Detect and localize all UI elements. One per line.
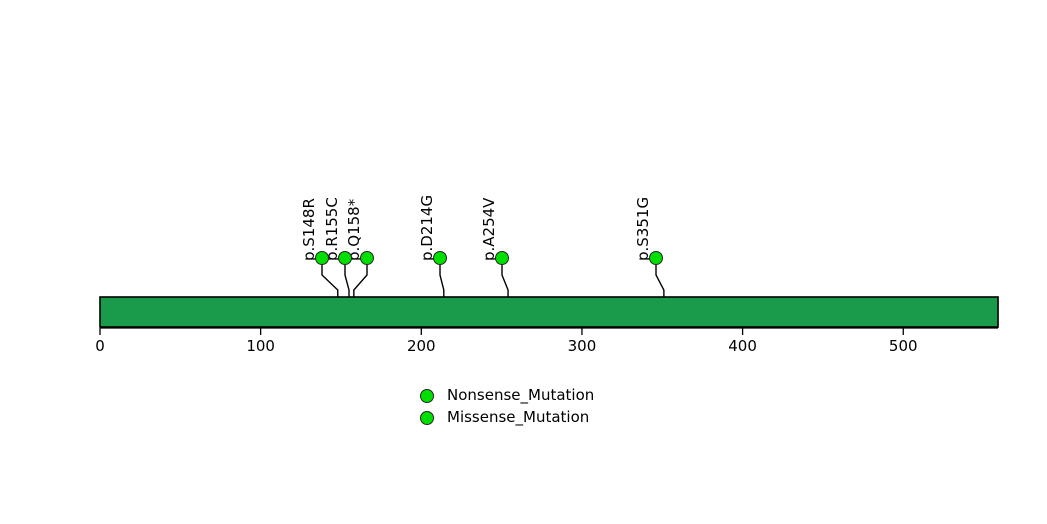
axis-tick-label: 200 [406, 337, 436, 355]
mutation-label: p.A254V [480, 197, 498, 261]
lollipop-head[interactable] [338, 251, 352, 265]
axis-tick-label: 500 [888, 337, 918, 355]
legend-dot [420, 411, 434, 425]
lollipop-head[interactable] [360, 251, 374, 265]
mutation-label: p.S351G [634, 196, 652, 261]
axis-tick-label: 400 [728, 337, 757, 355]
mutation-label: p.D214G [418, 194, 436, 261]
mutation-label: p.R155C [323, 197, 341, 261]
axis-tick-label: 0 [95, 337, 105, 355]
axis-tick-label: 100 [246, 337, 275, 355]
legend-label: Nonsense_Mutation [447, 386, 595, 404]
legend-dot [420, 389, 434, 403]
lollipop-head[interactable] [315, 251, 329, 265]
mutation-label: p.S148R [300, 198, 318, 261]
axis-tick-label: 300 [567, 337, 597, 355]
lollipop-head[interactable] [495, 251, 509, 265]
x-axis [99, 327, 999, 335]
lollipop-head[interactable] [433, 251, 447, 265]
lollipop-head[interactable] [649, 251, 663, 265]
protein-bar-rect [99, 296, 999, 328]
protein-bar [99, 296, 999, 328]
legend-label: Missense_Mutation [447, 408, 590, 426]
